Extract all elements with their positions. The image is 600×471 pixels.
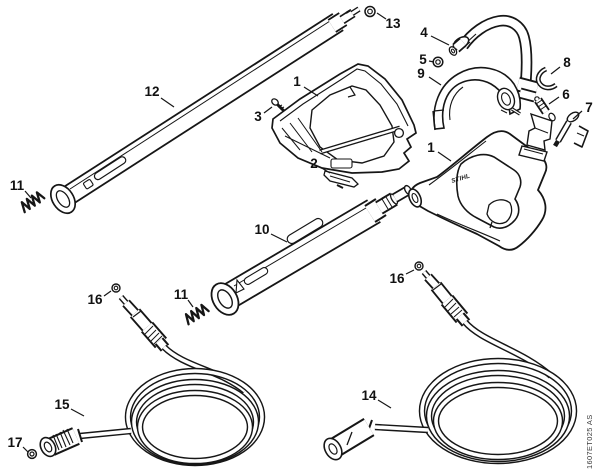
callout-16-left: 16	[87, 292, 103, 307]
callout-7: 7	[585, 100, 593, 115]
coupling-nut-4-drawing	[448, 36, 470, 56]
spring-lower-drawing	[184, 303, 210, 326]
callout-14: 14	[361, 388, 377, 403]
callout-11-lower: 11	[174, 287, 189, 302]
callout-12: 12	[144, 84, 159, 99]
drawing-code: 1607ET025 AS	[585, 414, 594, 469]
callout-2: 2	[310, 156, 318, 171]
holster-9-drawing	[432, 66, 522, 131]
o-ring-13-drawing	[364, 5, 376, 18]
hose-15-drawing	[26, 283, 266, 467]
callout-leader-lines	[22, 12, 583, 453]
latch-plate-2-drawing	[323, 170, 359, 189]
hose-14-drawing	[323, 261, 578, 465]
callout-8: 8	[563, 55, 571, 70]
pin-7-drawing	[553, 111, 589, 148]
callout-5: 5	[419, 52, 427, 67]
o-ring-5-drawing	[432, 56, 444, 68]
valve-6-drawing	[518, 96, 556, 162]
spray-lance-long-drawing	[49, 6, 361, 215]
callout-10: 10	[254, 222, 269, 237]
spring-upper-drawing	[20, 191, 46, 214]
spray-lance-short-drawing	[210, 184, 413, 316]
callout-1-housing: 1	[293, 74, 301, 89]
trigger-gun-drawing: STIHL	[407, 130, 548, 251]
callout-13: 13	[385, 16, 401, 31]
gun-housing-open-drawing	[271, 63, 417, 174]
callout-11-upper: 11	[10, 178, 25, 193]
callout-1-gun: 1	[427, 140, 435, 155]
screw-3-drawing	[271, 98, 286, 113]
callout-3: 3	[254, 109, 262, 124]
callout-16-right: 16	[389, 271, 405, 286]
callout-4: 4	[420, 25, 428, 40]
callout-6: 6	[562, 87, 570, 102]
u-clip-8-drawing	[535, 66, 558, 91]
callout-9: 9	[417, 66, 425, 81]
callout-17: 17	[7, 435, 22, 450]
callout-15: 15	[54, 397, 70, 412]
